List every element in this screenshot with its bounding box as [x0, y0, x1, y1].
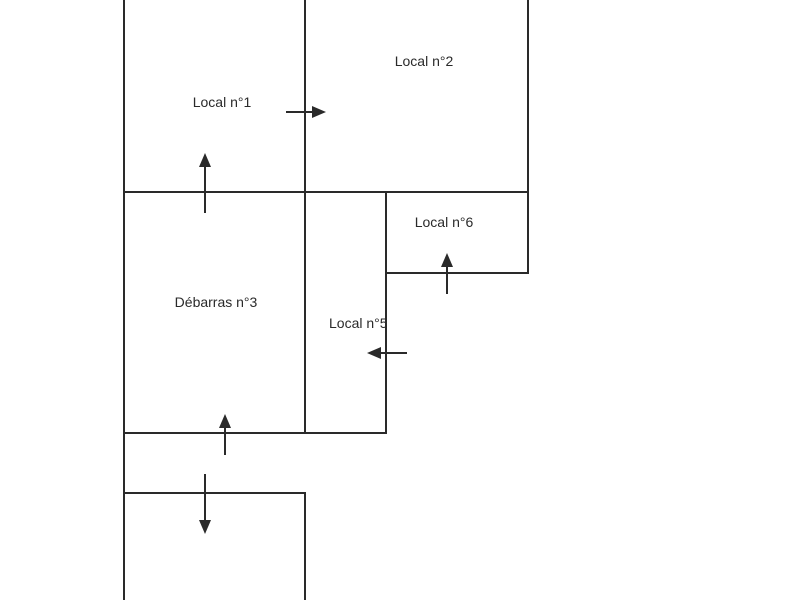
door-arrow-corridor-to-debarras	[219, 414, 231, 455]
door-arrow-debarras-to-local1	[199, 153, 211, 213]
door-arrow-local1-to-local2	[286, 106, 326, 118]
door-arrow-corridor-to-lower-room	[199, 474, 211, 534]
arrow-up-icon	[199, 153, 211, 167]
room-label-local-5: Local n°5	[329, 315, 388, 331]
arrow-up-icon	[441, 253, 453, 267]
door-arrow-local5-to-local6	[441, 253, 453, 294]
walls	[123, 0, 529, 600]
arrow-right-icon	[312, 106, 326, 118]
room-label-local-1: Local n°1	[193, 94, 252, 110]
arrow-up-icon	[219, 414, 231, 428]
arrow-left-icon	[367, 347, 381, 359]
room-label-local-6: Local n°6	[415, 214, 474, 230]
door-arrow-into-local5	[367, 347, 407, 359]
arrow-down-icon	[199, 520, 211, 534]
room-label-local-2: Local n°2	[395, 53, 454, 69]
room-label-debarras-3: Débarras n°3	[175, 294, 258, 310]
